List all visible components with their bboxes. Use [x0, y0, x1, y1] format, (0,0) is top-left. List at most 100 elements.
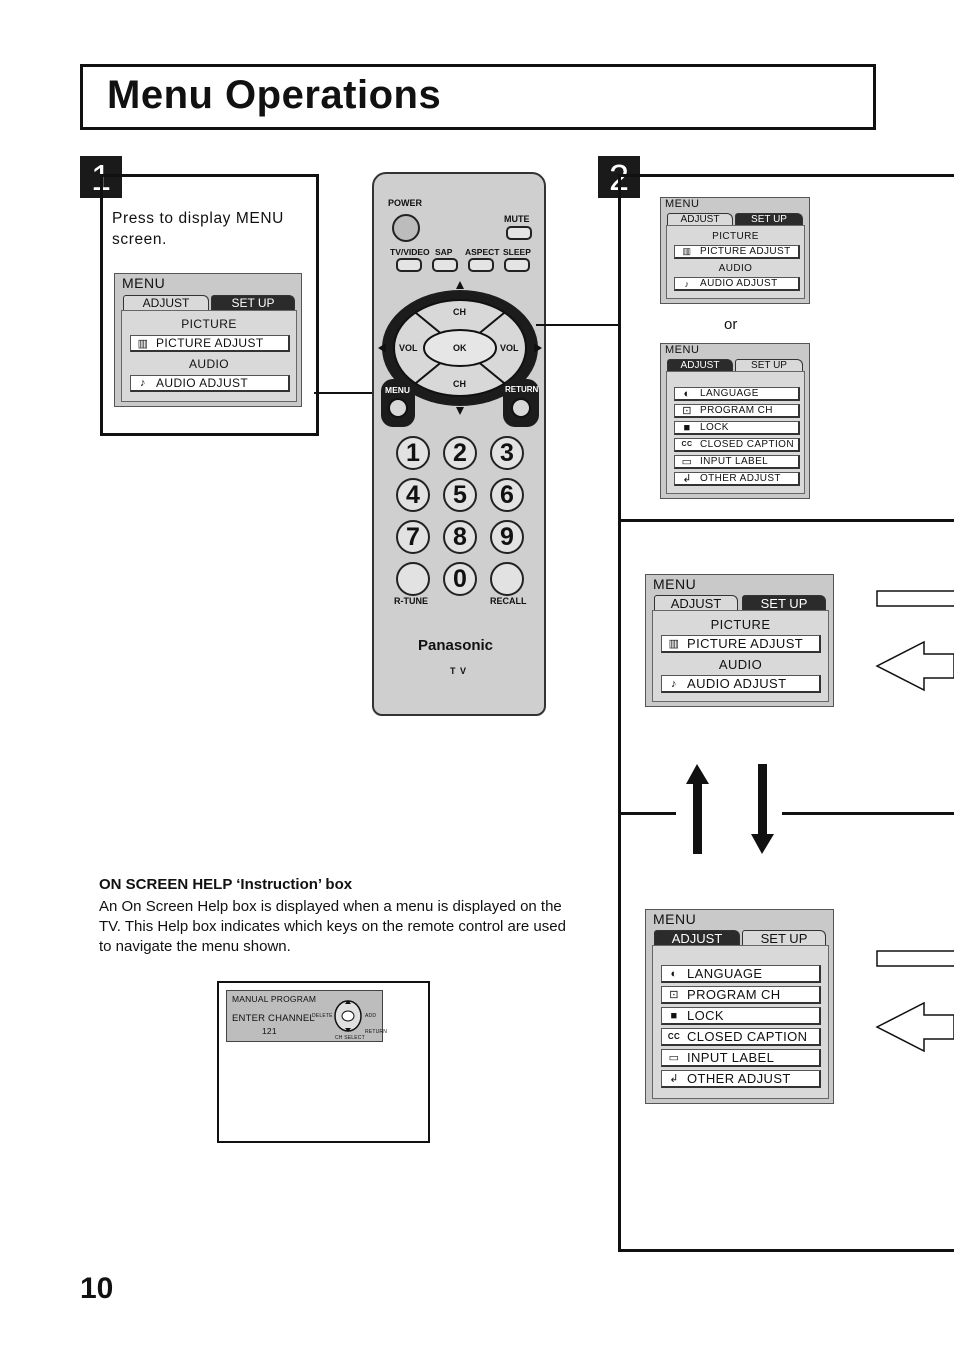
step2-divider [618, 519, 954, 522]
ch-down-label[interactable]: CH [453, 379, 466, 389]
step2-adjust-menu-small: MENU ADJUST SET UP PICTURE ▥PICTURE ADJU… [660, 197, 810, 304]
tvvideo-button[interactable] [396, 258, 422, 272]
item-audio-adjust[interactable]: ♪ AUDIO ADJUST [130, 375, 290, 392]
vol-up-label[interactable]: VOL [500, 343, 519, 353]
connector-right [782, 812, 954, 815]
item-program-ch[interactable]: ⊡PROGRAM CH [674, 404, 800, 418]
tab-setup[interactable]: SET UP [211, 295, 295, 311]
tab-setup[interactable]: SET UP [735, 213, 803, 226]
music-note-icon: ♪ [684, 278, 690, 289]
aspect-button[interactable] [468, 258, 494, 272]
leader-line-2 [536, 324, 620, 326]
item-program-ch[interactable]: ⊡PROGRAM CH [661, 986, 821, 1004]
menu-button[interactable] [388, 398, 408, 418]
help-mini-line3: 121 [262, 1026, 277, 1036]
music-note-icon: ♪ [671, 677, 677, 690]
item-lock[interactable]: ■LOCK [661, 1007, 821, 1025]
remote-control: POWER MUTE TV/VIDEO SAP ASPECT SLEEP CH … [372, 172, 546, 716]
digit-1-button[interactable]: 1 [396, 436, 430, 470]
item-label: AUDIO ADJUST [700, 278, 778, 289]
sleep-label: SLEEP [503, 247, 531, 257]
other-adjust-icon: ↲ [682, 473, 692, 485]
program-ch-icon: ⊡ [682, 405, 692, 417]
picture-icon: ▥ [668, 638, 680, 650]
item-input-label[interactable]: ▭ INPUT LABEL [674, 455, 800, 469]
tab-adjust[interactable]: ADJUST [667, 213, 733, 226]
digit-6-button[interactable]: 6 [490, 478, 524, 512]
power-button[interactable] [392, 214, 420, 242]
digit-8-button[interactable]: 8 [443, 520, 477, 554]
sap-button[interactable] [432, 258, 458, 272]
picture-icon: ▥ [137, 337, 149, 350]
menu-title: MENU [653, 576, 697, 592]
step1-panel [100, 174, 319, 436]
input-label-icon: ▭ [668, 1052, 680, 1064]
digit-0-button[interactable]: 0 [443, 562, 477, 596]
digit-9-button[interactable]: 9 [490, 520, 524, 554]
step2-left-border [618, 174, 621, 1252]
menu-title: MENU [665, 344, 700, 356]
tab-adjust[interactable]: ADJUST [667, 359, 733, 372]
ch-up-label[interactable]: CH [453, 307, 466, 317]
lock-icon: ■ [683, 421, 691, 434]
vol-down-label[interactable]: VOL [399, 343, 418, 353]
tab-setup[interactable]: SET UP [742, 930, 826, 946]
item-language[interactable]: ◐LANGUAGE [661, 965, 821, 983]
tab-adjust[interactable]: ADJUST [123, 295, 209, 311]
item-input-label[interactable]: ▭INPUT LABEL [661, 1049, 821, 1067]
item-audio-adjust[interactable]: ♪ AUDIO ADJUST [674, 277, 800, 291]
item-language[interactable]: ◐LANGUAGE [674, 387, 800, 401]
help-mini-delete: DELETE [312, 1013, 333, 1019]
input-label-icon: ▭ [681, 456, 693, 468]
item-other-adjust[interactable]: ↲OTHER ADJUST [661, 1070, 821, 1088]
rtune-label: R-TUNE [394, 596, 428, 606]
item-picture-adjust[interactable]: ▥PICTURE ADJUST [674, 245, 800, 259]
mute-button[interactable] [506, 226, 532, 240]
item-label: OTHER ADJUST [700, 473, 781, 484]
recall-button[interactable] [490, 562, 524, 596]
section-picture: PICTURE [710, 617, 771, 632]
tab-setup[interactable]: SET UP [735, 359, 803, 372]
help-mini-line1: MANUAL PROGRAM [232, 994, 317, 1004]
navigation-pad [378, 281, 542, 415]
return-button[interactable] [511, 398, 531, 418]
power-label: POWER [388, 198, 423, 208]
ok-button[interactable]: OK [453, 343, 467, 353]
rtune-button[interactable] [396, 562, 430, 596]
help-instruction-box: MANUAL PROGRAM ENTER CHANNEL 121 DELETE … [226, 990, 387, 1042]
item-label: AUDIO ADJUST [156, 376, 249, 390]
digit-3-button[interactable]: 3 [490, 436, 524, 470]
item-label: LOCK [700, 422, 729, 433]
item-label: PICTURE ADJUST [700, 246, 791, 257]
item-picture-adjust[interactable]: ▥PICTURE ADJUST [661, 635, 821, 653]
tv-label: T V [450, 666, 468, 676]
cc-icon: CC [681, 441, 693, 448]
menu-title: MENU [653, 911, 697, 927]
step2-top-border [618, 174, 954, 177]
mute-label: MUTE [504, 214, 530, 224]
digit-2-button[interactable]: 2 [443, 436, 477, 470]
tab-adjust[interactable]: ADJUST [654, 930, 740, 946]
digit-4-button[interactable]: 4 [396, 478, 430, 512]
item-picture-adjust[interactable]: ▥ PICTURE ADJUST [130, 335, 290, 352]
tab-adjust[interactable]: ADJUST [654, 595, 738, 611]
sleep-button[interactable] [504, 258, 530, 272]
item-other-adjust[interactable]: ↲ OTHER ADJUST [674, 472, 800, 486]
music-note-icon: ♪ [140, 377, 146, 389]
item-label: AUDIO ADJUST [687, 676, 787, 691]
digit-7-button[interactable]: 7 [396, 520, 430, 554]
right-arrows-2 [875, 950, 954, 1053]
step2-adjust-menu-large: MENU ADJUST SET UP PICTURE ▥PICTURE ADJU… [645, 574, 834, 707]
item-label: PICTURE ADJUST [156, 336, 264, 350]
item-label: INPUT LABEL [700, 456, 769, 467]
item-audio-adjust[interactable]: ♪ AUDIO ADJUST [661, 675, 821, 693]
step1-instruction: Press to display MENU screen. [112, 210, 284, 248]
item-label: LOCK [687, 1008, 725, 1023]
tab-setup[interactable]: SET UP [742, 595, 826, 611]
item-lock[interactable]: ■ LOCK [674, 421, 800, 435]
digit-5-button[interactable]: 5 [443, 478, 477, 512]
step2-setup-menu-large: MENU ADJUST SET UP ◐LANGUAGE ⊡PROGRAM CH… [645, 909, 834, 1104]
page-number: 10 [80, 1272, 114, 1305]
